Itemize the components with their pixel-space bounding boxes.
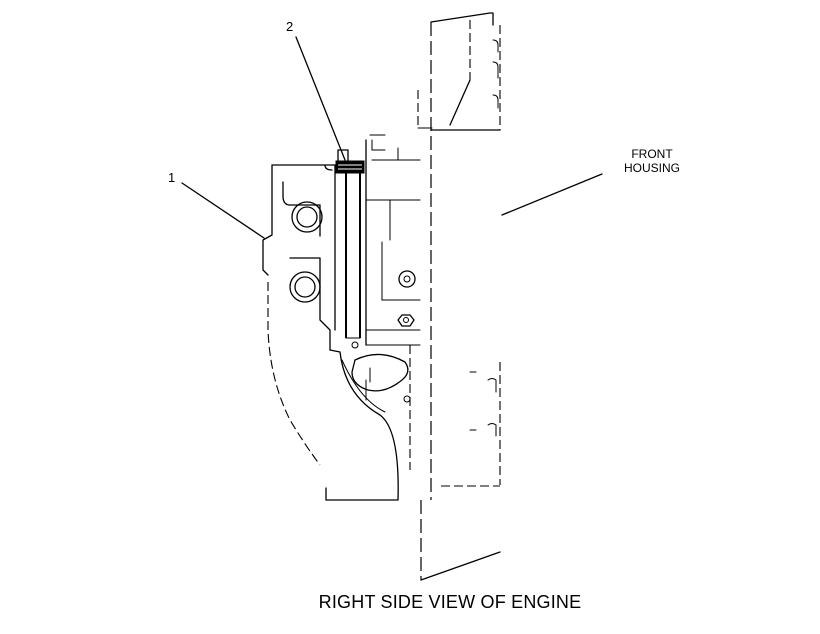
small-nut <box>397 314 415 327</box>
small-dot <box>351 341 359 349</box>
view-caption: RIGHT SIDE VIEW OF ENGINE <box>318 592 582 612</box>
upper-bolt <box>291 201 323 233</box>
front-housing-label: FRONT HOUSING <box>612 147 692 175</box>
front-housing-label-line2: HOUSING <box>623 161 680 175</box>
callout-number-2: 2 <box>286 19 294 34</box>
front-housing-leader-line <box>501 173 603 216</box>
small-hole <box>403 395 411 403</box>
callout-number-1: 1 <box>168 170 176 185</box>
part-1-bracket <box>262 134 421 501</box>
small-plug <box>398 270 416 288</box>
front-housing-label-line1: FRONT <box>631 147 673 161</box>
front-housing-outline <box>417 12 501 581</box>
port-opening <box>351 353 409 392</box>
callout-1-leader-line <box>181 182 265 239</box>
part-2-seal <box>335 149 365 174</box>
shaft <box>345 173 361 339</box>
lower-bolt <box>289 271 321 303</box>
callout-2-leader-line <box>295 36 346 161</box>
